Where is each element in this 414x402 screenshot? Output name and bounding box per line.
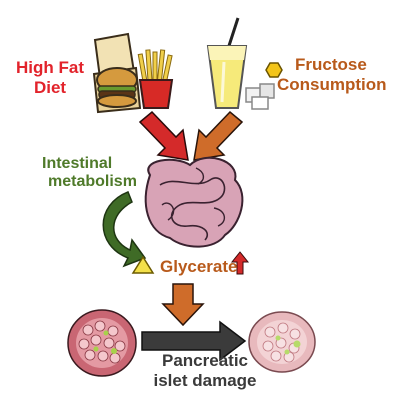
curved-green-arrow — [102, 191, 147, 268]
intestinal-line2: metabolism — [48, 173, 137, 191]
islet-damaged-icon — [248, 311, 316, 373]
intestine-icon — [144, 156, 244, 248]
red-arrow-icon — [138, 110, 189, 161]
fructose-line1: Fructose — [295, 55, 367, 74]
hexagon-icon — [265, 62, 283, 78]
fries-icon — [137, 49, 174, 109]
intestinal-metabolism-label: Intestinal metabolism — [42, 155, 142, 192]
sugar-cubes-icon — [245, 83, 275, 110]
pancreatic-line2: islet damage — [153, 370, 257, 390]
dark-arrow-icon — [141, 320, 247, 362]
triangle-icon — [131, 255, 155, 274]
fructose-consumption-label: Fructose Consumption — [265, 55, 405, 94]
burger-box-icon — [92, 32, 142, 114]
intestinal-line1: Intestinal — [42, 155, 113, 172]
pancreatic-line1: Pancreatic — [162, 351, 248, 370]
islet-healthy-icon — [67, 309, 137, 377]
glycerate-label: Glycerate — [160, 257, 238, 276]
down-arrow-icon — [161, 283, 205, 327]
pancreatic-islet-damage-label: Pancreatic islet damage — [140, 351, 270, 390]
high-fat-diet-label: High Fat Diet — [16, 58, 84, 97]
drink-cup-icon — [206, 17, 248, 109]
orange-arrow-icon — [193, 110, 244, 161]
up-arrow-icon — [230, 251, 250, 275]
fructose-line2: Consumption — [277, 74, 387, 94]
